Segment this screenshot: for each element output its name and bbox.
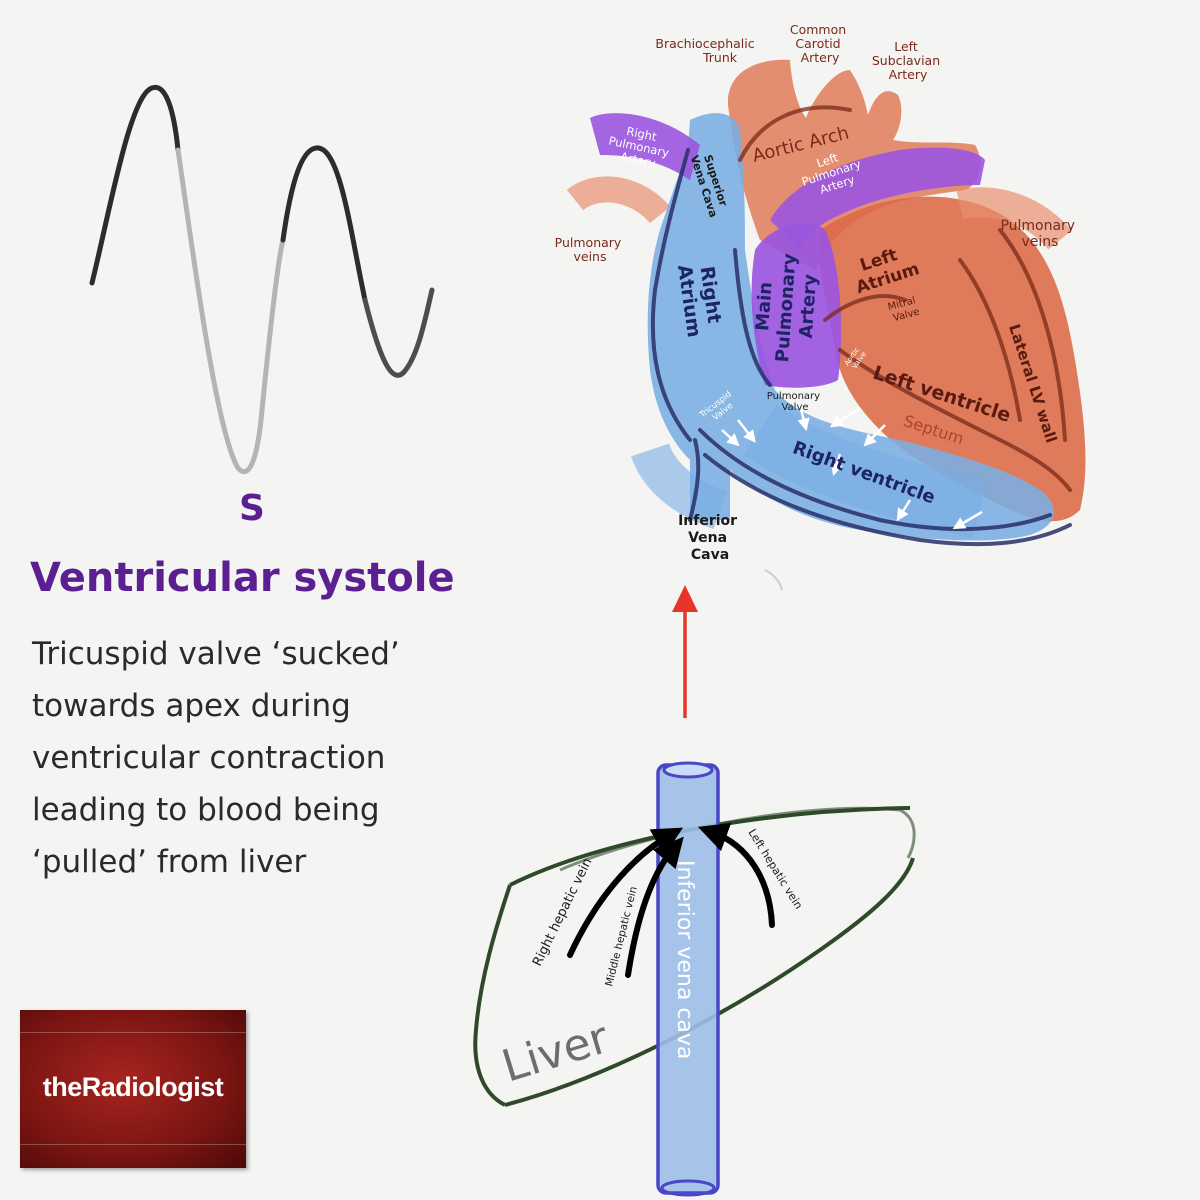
waveform-label: S (239, 488, 265, 529)
label-ivc-liver: Inferior vena cava (672, 860, 697, 1059)
left-heart-shape (818, 196, 1086, 522)
label-brachiocephalic-trunk: Brachiocephalic Trunk (655, 36, 758, 65)
label-pulmonary-veins-right: Pulmonary veins (1000, 218, 1079, 250)
label-pulmonary-veins-left: Pulmonary veins (555, 235, 626, 264)
phase-description-line: towards apex during (32, 688, 351, 724)
flow-arrow (672, 585, 698, 718)
liver-illustration (473, 761, 916, 1197)
phase-description-line: leading to blood being (32, 792, 380, 828)
badge-rule (20, 1032, 246, 1033)
label-right-atrium: Right Atrium (673, 260, 727, 338)
phase-description: Tricuspid valve ‘sucked’ towards apex du… (32, 628, 502, 888)
phase-description-line: ventricular contraction (32, 740, 386, 776)
brand-name: theRadiologist (42, 1072, 224, 1102)
phase-description-line: Tricuspid valve ‘sucked’ (32, 636, 400, 672)
label-left-subclavian-artery: Left Subclavian Artery (872, 39, 944, 82)
phase-title: Ventricular systole (30, 555, 455, 601)
right-pulmonary-artery-shape (590, 113, 700, 180)
label-liver: Liver (496, 1012, 615, 1093)
heart-illustration (566, 59, 1086, 591)
inferior-vena-cava-tube (658, 765, 718, 1193)
venous-waveform (89, 84, 435, 475)
liver-labels: Liver Inferior vena cava Right hepatic v… (496, 827, 805, 1093)
label-inferior-vena-cava-heart: Inferior Vena Cava (678, 513, 742, 563)
main-pulmonary-artery-shape (751, 222, 842, 388)
badge-rule (20, 1144, 246, 1145)
brand-badge: theRadiologist (20, 1010, 246, 1168)
left-pulmonary-artery-shape (770, 147, 985, 250)
label-common-carotid-artery: Common Carotid Artery (790, 22, 850, 65)
phase-description-line: ‘pulled’ from liver (32, 844, 307, 880)
label-pulmonary-valve: Pulmonary Valve (767, 391, 824, 413)
